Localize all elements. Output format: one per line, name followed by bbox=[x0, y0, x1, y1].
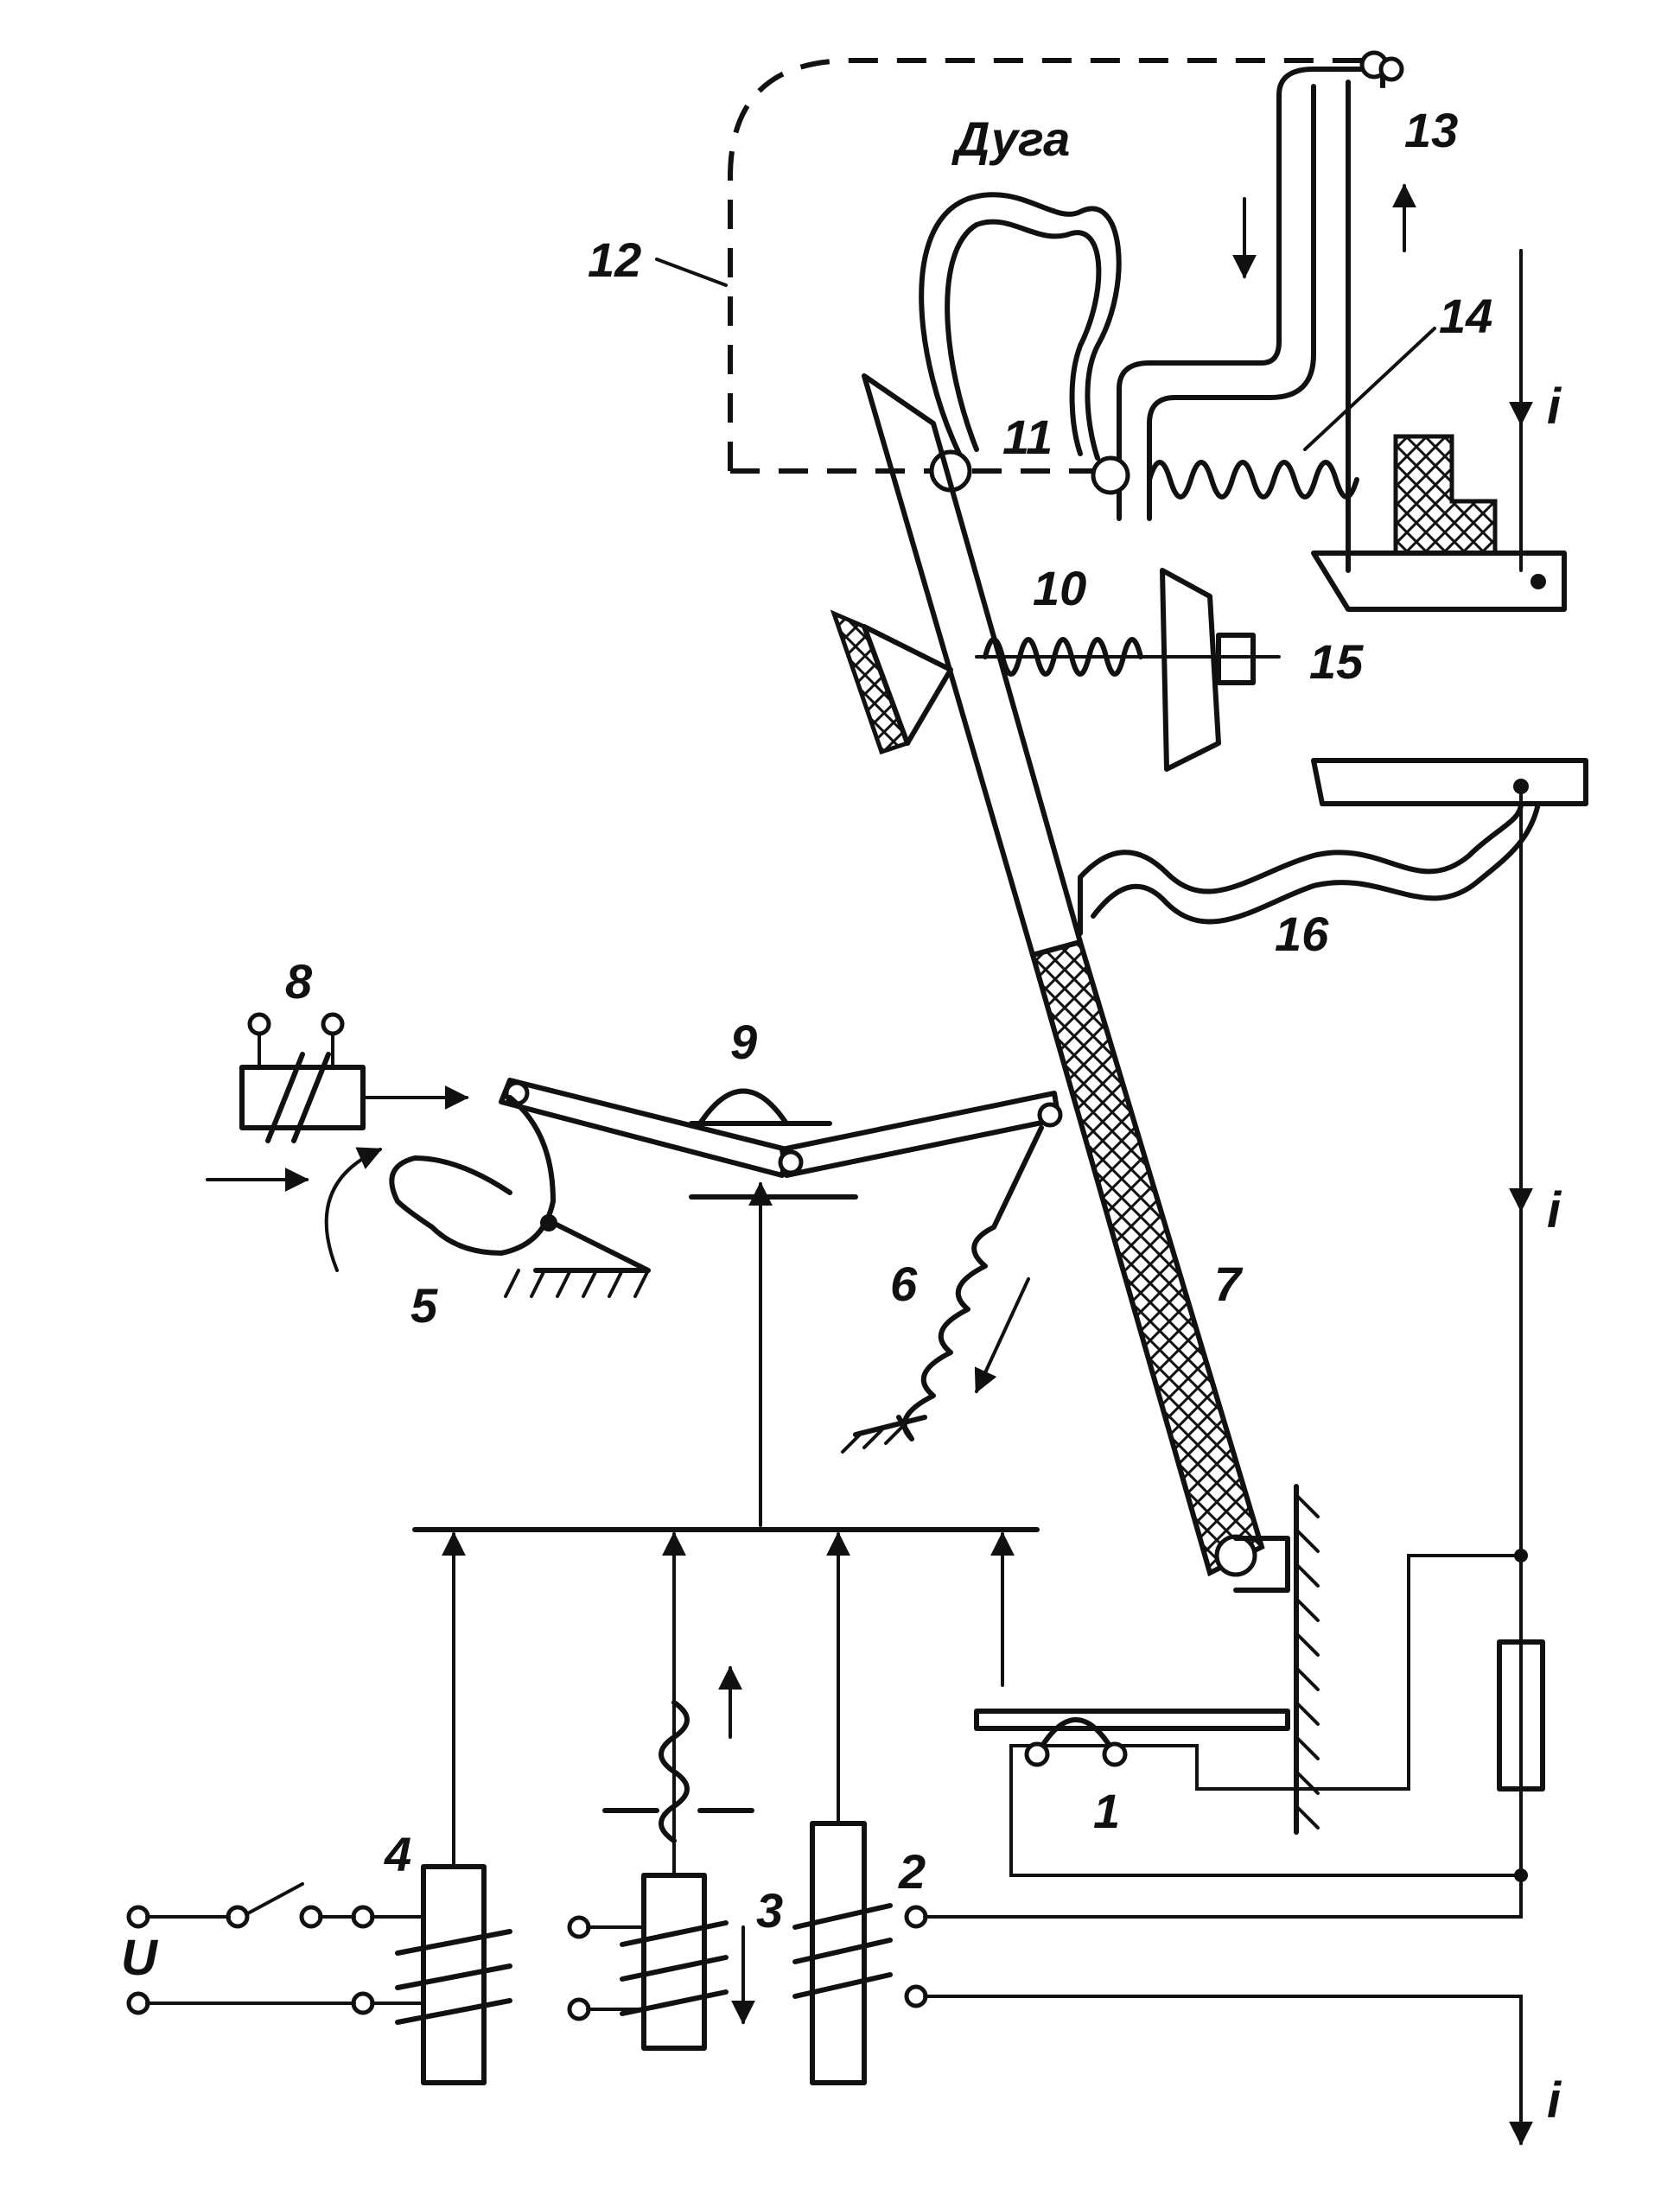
leader-12 bbox=[655, 258, 728, 287]
label-4: 4 bbox=[384, 1827, 411, 1881]
label-current-bottom: i bbox=[1547, 2072, 1562, 2129]
switch-pin-right bbox=[299, 1905, 323, 1929]
bolt-nut bbox=[1216, 633, 1256, 685]
terminal-block-mid bbox=[1311, 758, 1588, 806]
handle-rotate-arrow bbox=[324, 1147, 383, 1272]
lever-pivot bbox=[1214, 1534, 1257, 1577]
label-1: 1 bbox=[1093, 1784, 1120, 1838]
frame-wall-hatch bbox=[1295, 1493, 1320, 1830]
resistor bbox=[1497, 1639, 1545, 1792]
label-current-mid: i bbox=[1547, 1182, 1562, 1238]
lever-pivot-bracket bbox=[1233, 1536, 1290, 1593]
terminal-block-top bbox=[1311, 550, 1567, 612]
label-2: 2 bbox=[898, 1844, 926, 1899]
coil3-terminal-bottom bbox=[567, 1997, 591, 2021]
spring-10 bbox=[983, 637, 1143, 677]
label-11: 11 bbox=[1002, 410, 1053, 464]
label-5: 5 bbox=[410, 1278, 438, 1333]
bimetal-plate bbox=[974, 1709, 1290, 1731]
wire-coil2-top bbox=[923, 1874, 1523, 1919]
fixed-contact-tip bbox=[1091, 455, 1130, 495]
wire-to-contact1 bbox=[1009, 1554, 1523, 1877]
label-16: 16 bbox=[1275, 907, 1329, 961]
motor-drive-coil bbox=[265, 1052, 331, 1143]
flexible-conductor-16-inner bbox=[1091, 801, 1541, 925]
label-7: 7 bbox=[1214, 1257, 1244, 1311]
label-arc: Дуга bbox=[951, 111, 1070, 166]
leader-14 bbox=[1303, 327, 1436, 451]
label-8: 8 bbox=[285, 954, 313, 1009]
label-13: 13 bbox=[1404, 103, 1458, 157]
arc-shape bbox=[919, 192, 1122, 461]
coil2-terminal-bottom bbox=[904, 1984, 928, 2008]
thermal-element-pin-left bbox=[1024, 1741, 1050, 1767]
wire-coil2-bottom bbox=[923, 1995, 1523, 2145]
spring-support-hatch bbox=[830, 609, 911, 755]
motor-terminal-left bbox=[247, 1012, 271, 1036]
u-terminal-bottom bbox=[126, 1991, 150, 2015]
handle-support-hatch bbox=[504, 1269, 650, 1298]
coil4-terminal-top bbox=[351, 1905, 375, 1929]
label-10: 10 bbox=[1033, 561, 1086, 615]
fixed-contact-conductor bbox=[1117, 67, 1385, 573]
label-12: 12 bbox=[588, 232, 641, 287]
voltage-relay-coil-3 bbox=[620, 1920, 729, 2016]
terminal-dot-top bbox=[1530, 574, 1546, 589]
handle-cam-5 bbox=[389, 1095, 556, 1256]
thermal-element-pin-right bbox=[1102, 1741, 1128, 1767]
latch-9 bbox=[689, 1088, 832, 1126]
arc-spring-coil bbox=[1147, 460, 1359, 500]
label-6: 6 bbox=[890, 1257, 918, 1311]
coil4-terminal-bottom bbox=[351, 1991, 375, 2015]
label-14: 14 bbox=[1439, 289, 1492, 343]
toggle-pin-right bbox=[1037, 1102, 1063, 1128]
toggle-link-left bbox=[499, 1078, 789, 1178]
spring6-anchor-hatch bbox=[841, 1424, 905, 1454]
arc-runner-block bbox=[1393, 434, 1498, 556]
label-3: 3 bbox=[756, 1883, 783, 1938]
toggle-pin-center bbox=[778, 1149, 804, 1175]
fixed-contact-pivot-2 bbox=[1378, 56, 1404, 82]
label-U: U bbox=[121, 1930, 159, 1986]
label-9: 9 bbox=[730, 1015, 757, 1069]
spring6-anchor bbox=[853, 1415, 927, 1437]
switch-pin-left bbox=[226, 1905, 250, 1929]
motor-terminal-right bbox=[321, 1012, 345, 1036]
lever-insulated-part bbox=[1029, 939, 1265, 1577]
shunt-trip-coil-4 bbox=[395, 1929, 512, 2025]
label-current-top: i bbox=[1547, 379, 1562, 435]
arc-shape-inner bbox=[945, 219, 1102, 456]
u-terminal-top bbox=[126, 1905, 150, 1929]
current-relay-coil-2 bbox=[792, 1903, 893, 1999]
coil2-terminal-top bbox=[904, 1905, 928, 1929]
switch-blade bbox=[245, 1882, 304, 1916]
flexible-conductor-16 bbox=[1078, 801, 1524, 936]
spring6-force-arrow bbox=[974, 1277, 1030, 1394]
label-15: 15 bbox=[1309, 634, 1364, 689]
coil3-terminal-top bbox=[567, 1915, 591, 1939]
arc-chamber-outline bbox=[728, 58, 1385, 471]
washer-plate bbox=[1160, 568, 1221, 772]
opening-spring-6 bbox=[896, 1125, 1044, 1441]
thermal-element-1 bbox=[1034, 1717, 1117, 1757]
toggle-link-right bbox=[780, 1091, 1061, 1178]
handle-pivot bbox=[540, 1214, 557, 1231]
